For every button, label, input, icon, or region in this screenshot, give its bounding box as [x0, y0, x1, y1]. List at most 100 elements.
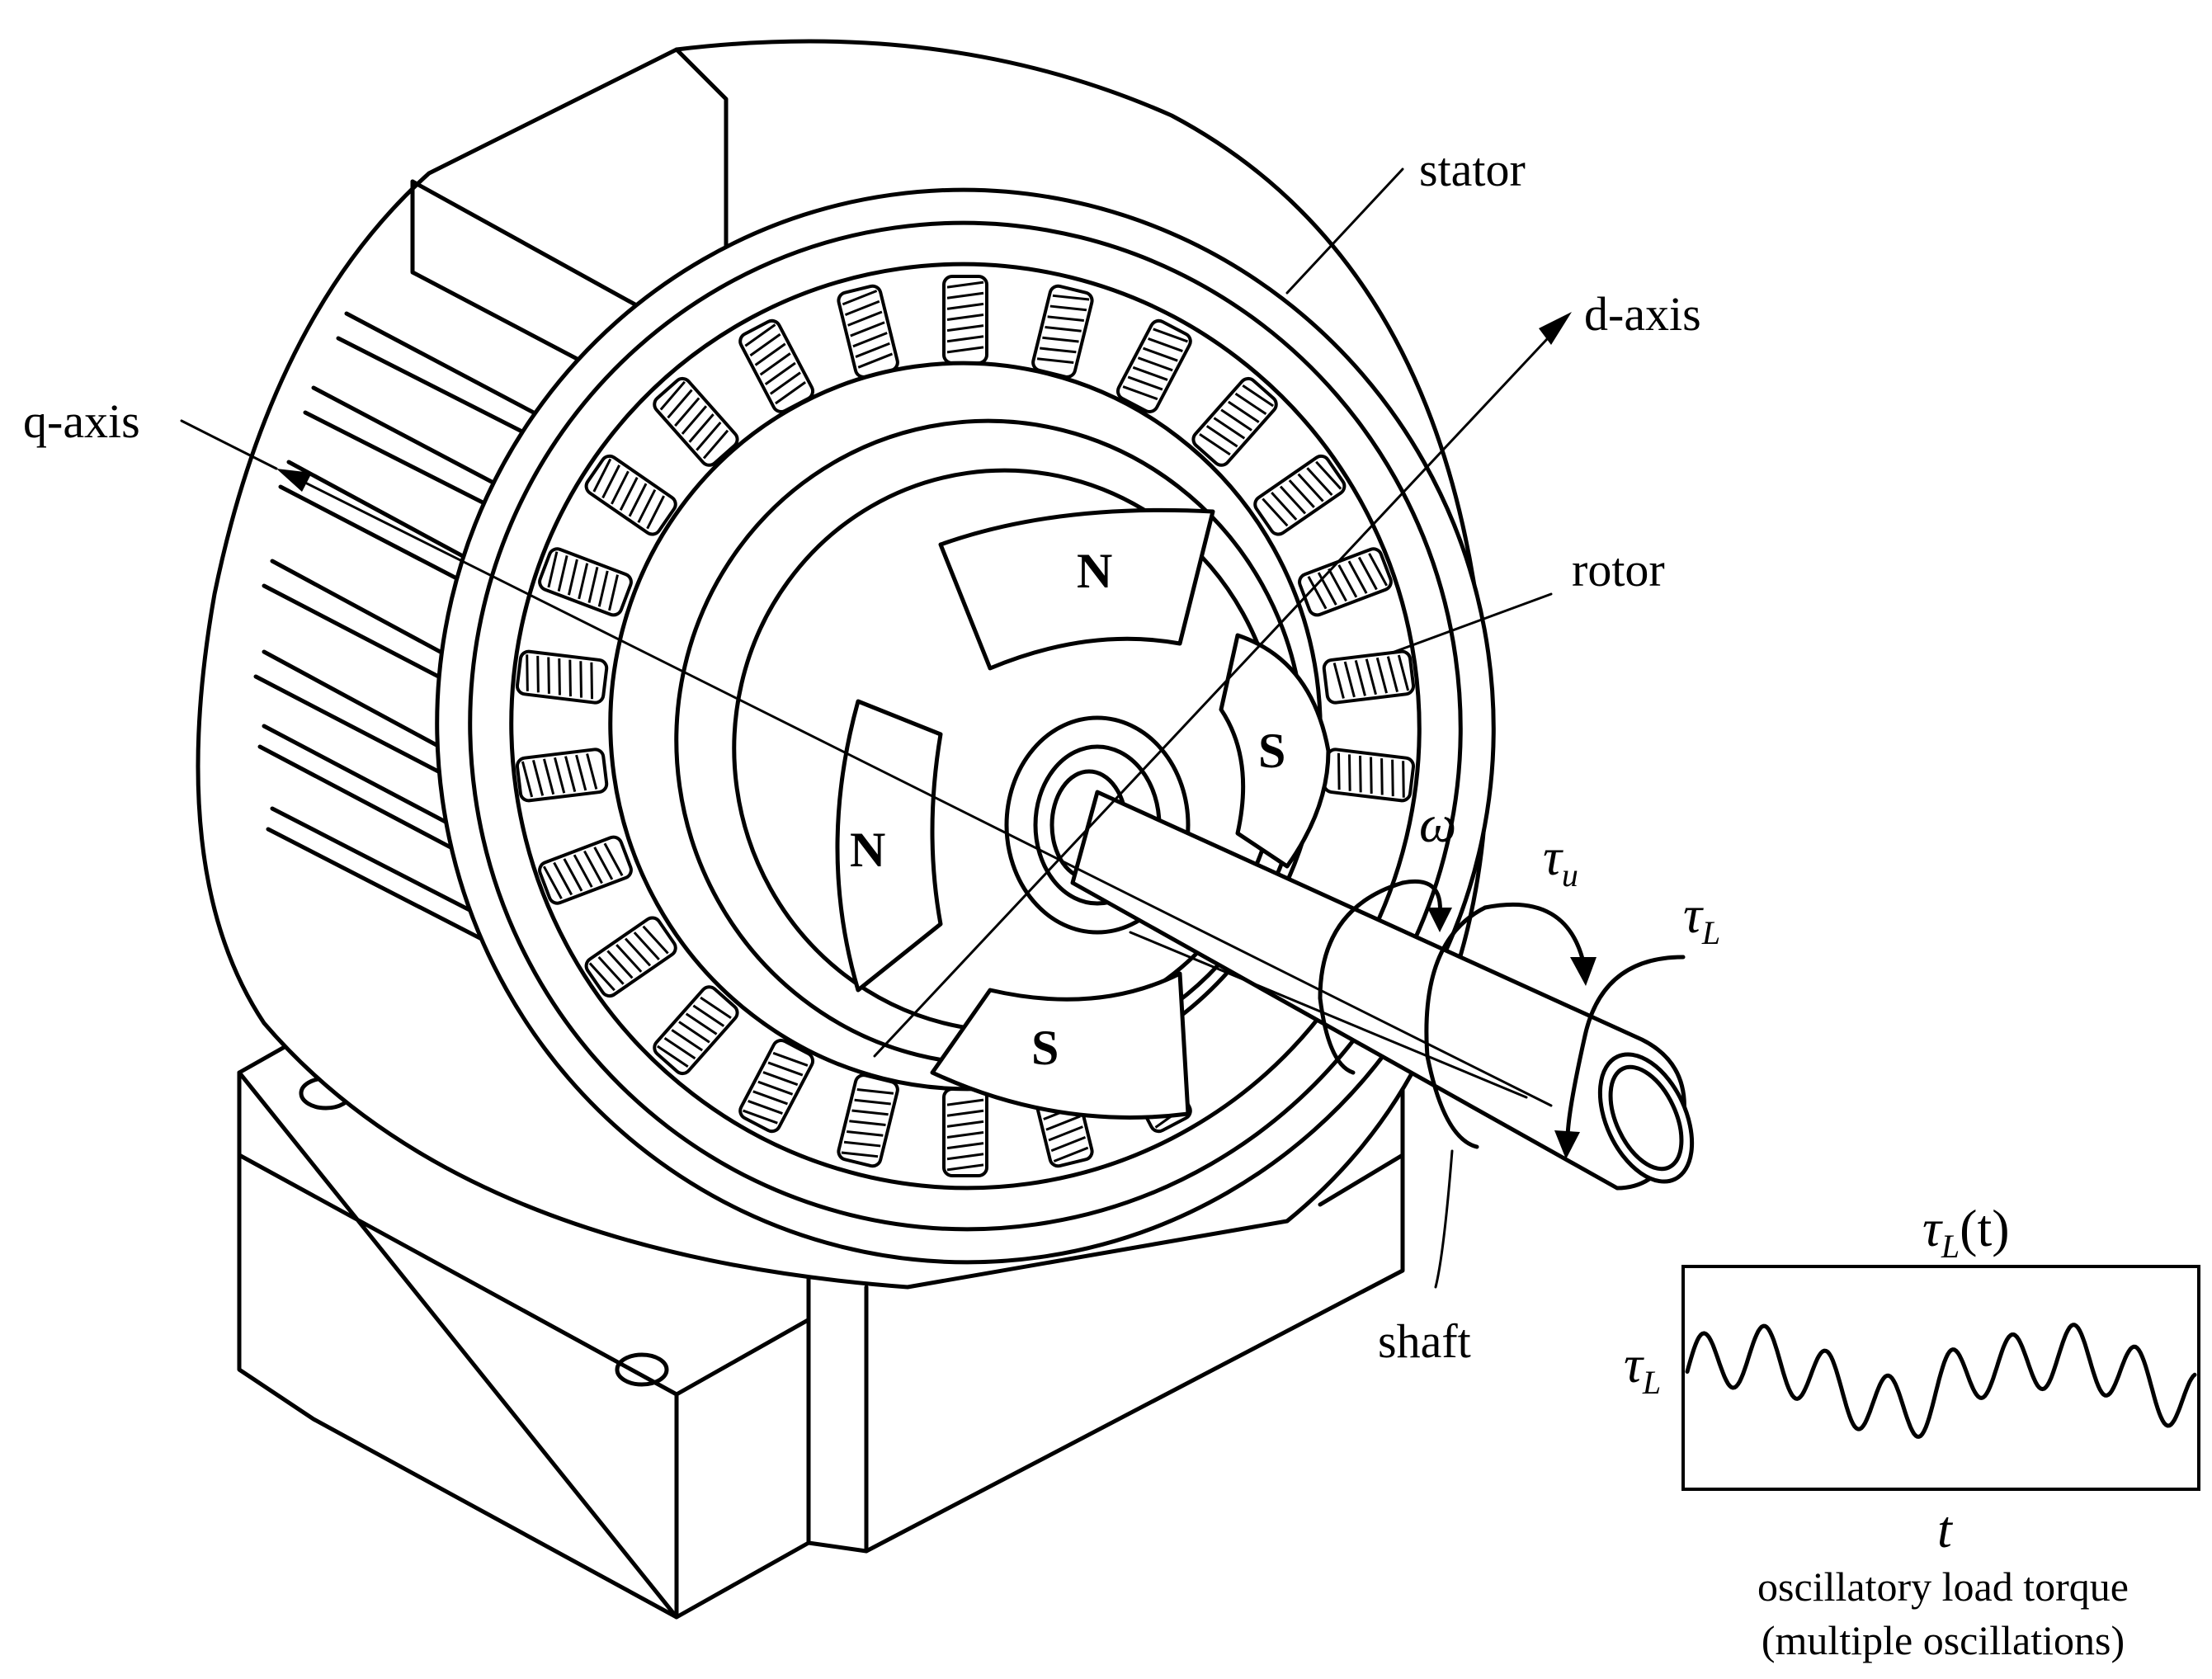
winding-turn	[946, 291, 984, 299]
inset-x-label: t	[1937, 1500, 1954, 1559]
winding-turn	[844, 299, 880, 316]
winding-turn	[946, 1098, 984, 1106]
winding-turn	[1053, 1146, 1089, 1163]
winding-turn	[588, 962, 615, 992]
winding-turn	[702, 429, 729, 460]
winding-turn	[1307, 576, 1328, 610]
q-axis-arrowhead-icon	[276, 469, 312, 492]
inset-title: τL(t)	[1922, 1199, 2010, 1265]
winding-turn	[597, 955, 625, 985]
winding-turn	[857, 352, 894, 369]
winding-turn	[542, 865, 563, 899]
winding-turn	[946, 302, 984, 310]
inset-caption-line2: (multiple oscillations)	[1762, 1617, 2125, 1663]
winding-coil	[738, 1039, 815, 1134]
pole-bottom-s	[930, 971, 1191, 1120]
winding-turn	[608, 574, 619, 611]
winding-turn	[1368, 553, 1389, 587]
winding-turn	[1132, 366, 1168, 381]
winding-turn	[1397, 654, 1410, 691]
torque-waveform	[1685, 1323, 2197, 1439]
winding-turn	[1402, 761, 1405, 798]
winding-turn	[1213, 417, 1246, 440]
winding-turn	[1052, 294, 1090, 301]
winding-turn	[681, 405, 708, 435]
winding-turn	[1337, 564, 1358, 598]
winding-turn	[547, 657, 550, 694]
winding-turn	[1365, 658, 1377, 696]
winding-turn	[659, 380, 686, 411]
winding-turn	[601, 465, 620, 499]
winding-turn	[603, 842, 624, 876]
winding-turn	[946, 314, 984, 321]
pole-label-top: N	[1077, 544, 1112, 598]
winding-turn	[946, 1142, 984, 1150]
winding-turn	[767, 1061, 804, 1077]
winding-turn	[850, 321, 885, 337]
q-axis-label: q-axis	[23, 394, 140, 448]
winding-coil	[538, 547, 633, 617]
winding-turn	[946, 346, 984, 354]
winding-turn	[606, 950, 634, 979]
winding-turn	[1045, 1115, 1081, 1131]
winding-turn	[590, 662, 594, 700]
winding-turn	[563, 858, 583, 892]
rotor-hub	[1004, 715, 1191, 935]
shaft-label: shaft	[1378, 1314, 1471, 1368]
pole-label-right: S	[1258, 724, 1285, 778]
winding-turn	[657, 1045, 689, 1068]
winding-turn	[700, 996, 732, 1020]
winding-turn	[521, 761, 534, 798]
winding-turn	[759, 352, 791, 376]
winding-coil	[1322, 748, 1416, 803]
winding-turn	[1370, 757, 1373, 794]
winding-turn	[1315, 460, 1342, 490]
winding-turn	[1040, 347, 1077, 354]
winding-turn	[667, 389, 693, 419]
winding-coil	[1115, 318, 1192, 413]
pole-top-n	[938, 507, 1215, 671]
winding-turn	[854, 1098, 891, 1106]
winding-turn	[1386, 656, 1399, 692]
winding-turn	[946, 1163, 984, 1172]
winding-turn	[946, 281, 984, 289]
winding-turn	[578, 563, 589, 600]
load-torque-inset: τL(t) τL t oscillatory load torque (mult…	[1624, 1199, 2200, 1663]
winding-turn	[852, 332, 888, 348]
winding-turn	[1348, 754, 1351, 791]
winding-turn	[775, 381, 806, 405]
winding-turn	[1036, 357, 1074, 364]
winding-turn	[579, 661, 582, 698]
winding-turn	[1380, 758, 1384, 795]
winding-turn	[1347, 560, 1368, 594]
winding-turn	[1142, 347, 1178, 362]
winding-turn	[1148, 337, 1183, 352]
winding-turn	[1047, 315, 1084, 322]
winding-turn	[754, 342, 786, 366]
winding-turn	[671, 1029, 704, 1052]
winding-turn	[757, 1080, 794, 1096]
winding-turn	[1122, 385, 1158, 401]
winding-turn	[1242, 384, 1274, 408]
winding-turn	[1271, 492, 1298, 521]
winding-turn	[1288, 479, 1315, 508]
winding-turn	[946, 1131, 984, 1139]
winding-turn	[1199, 432, 1231, 456]
winding-turn	[678, 1021, 710, 1044]
shaft-leader	[1434, 1149, 1454, 1289]
winding-turn	[744, 323, 776, 347]
winding-turn	[752, 1090, 789, 1106]
winding-turn	[557, 555, 568, 592]
winding-turn	[646, 495, 665, 530]
winding-turn	[696, 421, 722, 451]
winding-turn	[1297, 473, 1324, 502]
omega-rotation-arrow	[1318, 879, 1452, 1075]
tau-u-rotation-arrow	[1424, 902, 1597, 1149]
winding-turn	[1045, 326, 1082, 332]
winding-turn	[1279, 485, 1307, 515]
winding-turn	[587, 566, 599, 603]
winding-turn	[637, 488, 657, 523]
pole-left-n	[835, 699, 943, 993]
winding-turn	[568, 659, 572, 697]
